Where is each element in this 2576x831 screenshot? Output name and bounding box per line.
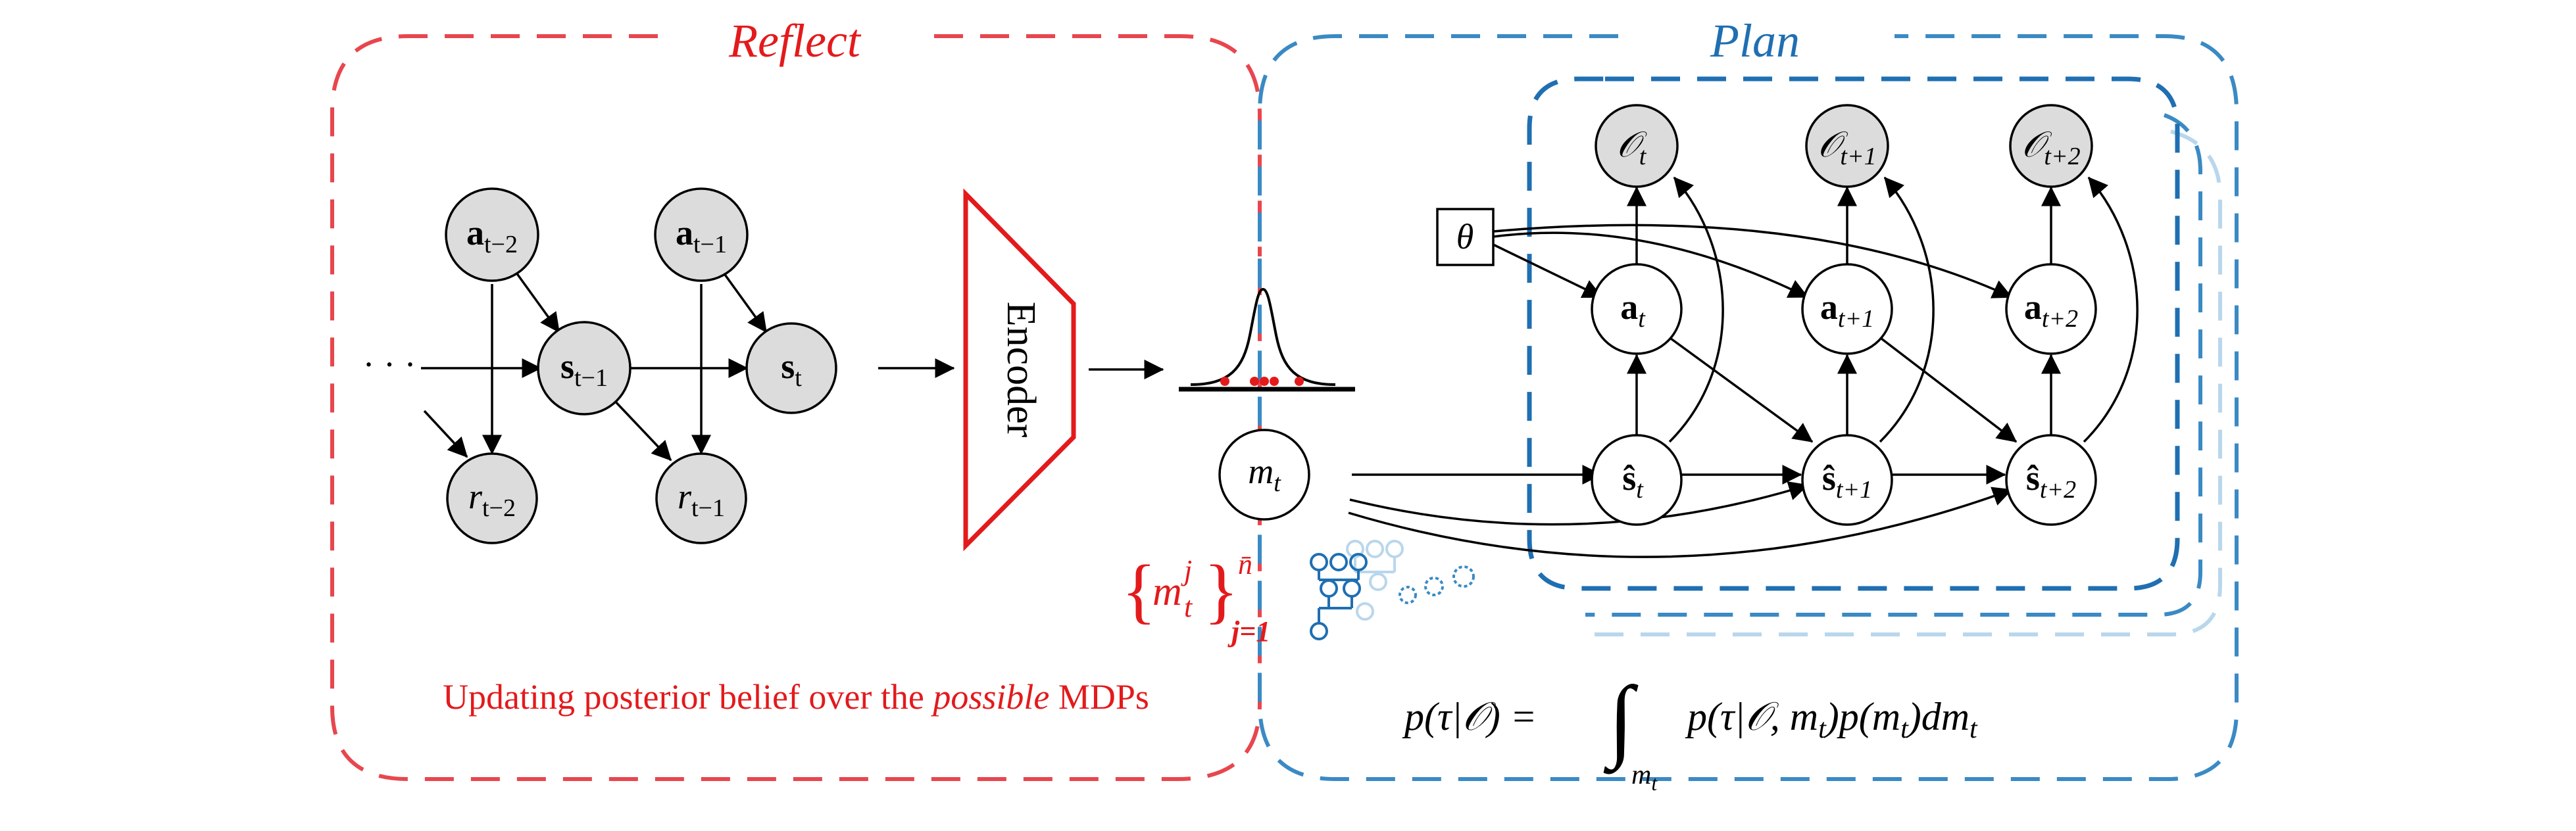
formula-lhs: p(τ|𝒪) = xyxy=(1402,695,1537,738)
edge-m-to-sh-tp2 xyxy=(1348,487,2013,558)
posterior-curve xyxy=(1190,287,1336,386)
node-r-t-minus-2: rt−2 xyxy=(446,452,538,544)
plan-title: Plan xyxy=(1710,14,1800,67)
formula-rhs: p(τ|𝒪, mt)p(mt)dmt xyxy=(1685,695,1978,744)
svg-text:mt: mt xyxy=(1248,452,1281,497)
svg-text:rt−2: rt−2 xyxy=(468,477,516,522)
plan-stack-mid xyxy=(1585,113,2202,617)
encoder-trapezoid xyxy=(963,188,1076,552)
encoder-label: Encoder xyxy=(999,302,1043,438)
edge-a-tp1-to-sh-tp2 xyxy=(1880,337,2018,443)
trail-dot xyxy=(1424,577,1444,596)
node-a-t: at xyxy=(1591,263,1683,355)
svg-text:𝒪t: 𝒪t xyxy=(1617,125,1647,170)
node-m-t: mt xyxy=(1218,429,1310,521)
edge-sh-tp1-to-O-tp1 xyxy=(1879,176,1935,443)
svg-text:at−1: at−1 xyxy=(676,213,727,258)
svg-text:ŝt: ŝt xyxy=(1622,458,1644,504)
node-a-t-plus-2: at+2 xyxy=(2005,263,2097,355)
plan-inner-border xyxy=(1527,76,2180,591)
edge-theta-to-a-tp1 xyxy=(1493,231,1809,298)
edge-a-tm2-to-s xyxy=(515,272,560,333)
svg-text:st−1: st−1 xyxy=(560,346,608,392)
posterior-sample-dot xyxy=(1260,377,1269,386)
reflect-title: Reflect xyxy=(728,14,862,67)
node-O-t: 𝒪t xyxy=(1595,104,1679,188)
edge-theta-to-a-t xyxy=(1493,243,1603,298)
encoder: Encoder xyxy=(878,188,1164,552)
svg-text:at: at xyxy=(1620,287,1646,333)
node-s-t-minus-1: st−1 xyxy=(537,321,632,415)
tree-samples-icon xyxy=(1310,540,1475,640)
node-r-t-minus-1: rt−1 xyxy=(655,452,747,544)
ellipsis: · · · xyxy=(363,344,416,384)
node-s-t: st xyxy=(745,322,837,414)
node-s-hat-t-plus-2: ŝt+2 xyxy=(2005,434,2097,526)
planning-objective-formula: p(τ|𝒪) = ∫ mt p(τ|𝒪, mt)p(mt)dmt xyxy=(1402,668,1978,795)
reflect-caption: Updating posterior belief over the possi… xyxy=(443,677,1149,717)
svg-text:θ: θ xyxy=(1456,217,1474,256)
formula-limit: mt xyxy=(1631,760,1658,795)
theta-parameter-box: θ xyxy=(1436,208,1495,266)
edge-sh-t-to-O-t xyxy=(1668,176,1724,443)
posterior-sample-dot xyxy=(1270,377,1279,386)
posterior-distribution xyxy=(1179,287,1355,392)
svg-text:at+1: at+1 xyxy=(1820,287,1874,333)
posterior-sample-dot xyxy=(1250,377,1259,386)
svg-text:ŝt+1: ŝt+1 xyxy=(1822,458,1872,504)
samples-brace-left: { xyxy=(1122,550,1156,630)
svg-text:rt−1: rt−1 xyxy=(678,477,725,522)
plan-border xyxy=(1258,34,2239,781)
samples-sup-j: j xyxy=(1181,554,1192,586)
svg-text:𝒪t+2: 𝒪t+2 xyxy=(2021,125,2080,170)
samples-range-start: j=1 xyxy=(1227,615,1270,648)
samples-brace-right: } xyxy=(1204,550,1239,630)
edge-m-to-sh-tp1 xyxy=(1349,481,1809,526)
svg-text:at−2: at−2 xyxy=(466,213,518,258)
reflect-region: Reflect Updating posterior belief over t… xyxy=(330,14,1262,781)
node-a-t-minus-2: at−2 xyxy=(445,187,539,282)
latent-samples-set: { m j t } n̄ j=1 xyxy=(1122,548,1270,648)
reflect-border xyxy=(330,34,1262,781)
node-s-hat-t: ŝt xyxy=(1591,434,1683,526)
node-O-t-plus-2: 𝒪t+2 xyxy=(2009,104,2093,188)
trail-dot xyxy=(1399,586,1417,604)
node-a-t-plus-1: at+1 xyxy=(1801,263,1893,355)
node-O-t-plus-1: 𝒪t+1 xyxy=(1805,104,1889,188)
posterior-sample-dot xyxy=(1220,377,1229,386)
edge-theta-to-a-tp2 xyxy=(1493,224,2013,298)
node-a-t-minus-1: at−1 xyxy=(654,187,749,282)
edge-sh-tp2-to-O-tp2 xyxy=(2083,176,2139,443)
samples-m: m xyxy=(1152,569,1182,614)
reflect-border-right xyxy=(934,34,1262,256)
trail-dot xyxy=(1452,565,1475,588)
left-graphical-model: · · · at−2 at−1 st−1 st rt−2 rt−1 xyxy=(363,187,837,544)
node-s-hat-t-plus-1: ŝt+1 xyxy=(1801,434,1893,526)
edge-a-t-to-sh-tp1 xyxy=(1670,337,1814,443)
svg-text:st: st xyxy=(781,346,802,392)
right-graphical-model: θ 𝒪t 𝒪t+1 𝒪t+2 at at+1 at+2 xyxy=(1348,104,2139,558)
plan-region: Plan xyxy=(1258,14,2239,781)
samples-sub-t: t xyxy=(1184,591,1193,623)
svg-text:ŝt+2: ŝt+2 xyxy=(2026,458,2076,504)
edge-s-tm1-to-r xyxy=(610,396,672,462)
samples-range-end: n̄ xyxy=(1238,548,1252,581)
svg-text:at+2: at+2 xyxy=(2024,287,2078,333)
edge-a-tm1-to-s-t xyxy=(722,272,768,333)
formula-integral: ∫ xyxy=(1603,668,1639,774)
plan-stack-light xyxy=(1592,130,2222,636)
edge-ellipsis-to-r xyxy=(423,410,468,458)
posterior-sample-dot xyxy=(1295,377,1304,386)
